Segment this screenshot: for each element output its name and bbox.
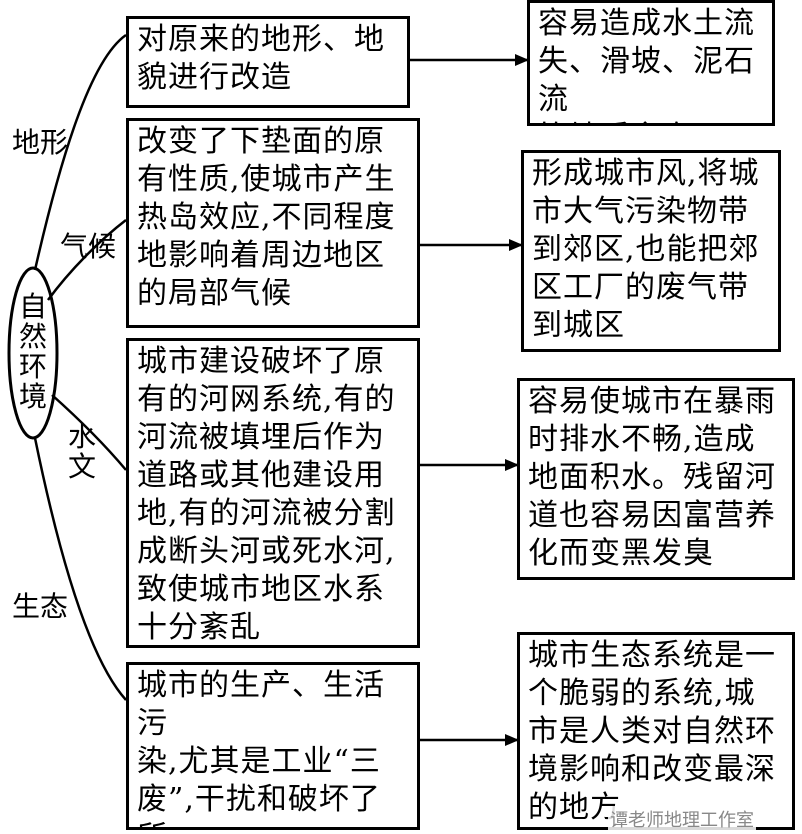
branch-line-climate <box>46 219 127 301</box>
category-label-climate: 气候 <box>60 230 117 263</box>
effect-box-terrain: 容易造成水土流 失、滑坡、泥石流 等地质灾害 <box>527 0 775 126</box>
category-label-terrain: 地形 <box>12 126 69 159</box>
category-label-hydrology: 水 文 <box>67 420 96 483</box>
branch-line-hydrology <box>51 394 127 471</box>
cause-box-ecology: 城市的生产、生活污 染,尤其是工业“三 废”,干扰和破坏了所 在地区的生态环境 <box>126 662 420 830</box>
branch-line-terrain <box>33 33 127 271</box>
effect-box-ecology: 城市生态系统是一 个脆弱的系统,城 市是人类对自然环 境影响和改变最深 的地方 <box>517 632 795 830</box>
effect-box-climate: 形成城市风,将城 市大气污染物带 到郊区,也能把郊 区工厂的废气带 到城区 <box>521 150 781 352</box>
cause-box-hydrology: 城市建设破坏了原 有的河网系统,有的 河流被填埋后作为 道路或其他建设用 地,有… <box>126 338 420 648</box>
cause-box-climate: 改变了下垫面的原 有性质,使城市产生 热岛效应,不同程度 地影响着周边地区 的局… <box>126 118 420 328</box>
effect-box-hydrology: 容易使城市在暴雨 时排水不畅,造成 地面积水。残留河 道也容易因富营养 化而变黑… <box>517 378 795 580</box>
branch-line-ecology <box>33 437 127 701</box>
category-label-ecology: 生态 <box>12 590 69 623</box>
watermark-text: 谭老师地理工作室 <box>608 806 756 832</box>
cause-box-terrain: 对原来的地形、地 貌进行改造 <box>126 16 410 108</box>
root-label: 自 然 环 境 <box>18 290 47 413</box>
root-ellipse <box>7 266 59 440</box>
